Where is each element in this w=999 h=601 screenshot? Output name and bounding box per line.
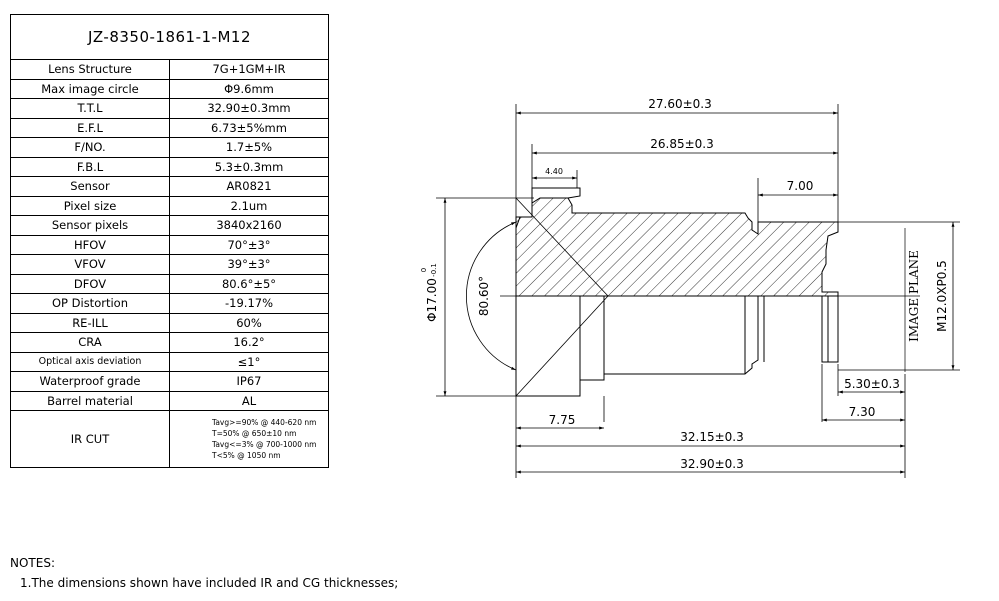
dim-top-overall: 27.60±0.3	[648, 97, 712, 111]
spec-title-row: JZ-8350-1861-1-M12	[10, 14, 329, 60]
dim-second: 26.85±0.3	[650, 137, 714, 151]
fov-ray-lower	[515, 295, 609, 397]
dim-diameter-main: Φ17.00	[425, 278, 439, 322]
spec-value: ≤1°	[169, 351, 329, 372]
dim-bottom-overall: 32.90±0.3	[680, 457, 744, 471]
note-item: 1.The dimensions shown have included IR …	[20, 576, 399, 590]
spec-label: Sensor	[10, 176, 170, 197]
ir-cut-spec: Tavg>=90% @ 440-620 nm T=50% @ 650±10 nm T…	[169, 410, 329, 468]
dim-thread-length: 7.00	[787, 179, 814, 193]
dim-bottom-mid: 32.15±0.3	[680, 430, 744, 444]
dimension-text: 27.60±0.3 26.85±0.3 4.40 7.00 5.30±0.3 7…	[420, 97, 949, 471]
spec-row: Optical axis deviation≤1°	[10, 351, 329, 372]
spec-row: F/NO.1.7±5%	[10, 137, 329, 158]
dim-front-cap: 4.40	[545, 167, 563, 176]
spec-value: 7G+1GM+IR	[169, 59, 329, 80]
fov-arc	[465, 221, 517, 371]
notes-list: 1.The dimensions shown have included IR …	[10, 573, 398, 593]
barrel-lower-body	[515, 296, 759, 397]
dimension-lines	[436, 104, 960, 478]
spec-label: OP Distortion	[10, 293, 170, 314]
dim-front-length: 7.75	[549, 413, 576, 427]
dim-fbl: 5.30±0.3	[844, 377, 900, 391]
ir-cut-row: IR CUT Tavg>=90% @ 440-620 nm T=50% @ 650±…	[10, 410, 329, 468]
front-window	[515, 216, 521, 229]
dim-fov-angle: 80.60°	[477, 276, 491, 316]
dim-thread-to-plane: 7.30	[849, 405, 876, 419]
spec-value: 80.6°±5°	[169, 273, 329, 294]
spec-label: F/NO.	[10, 137, 170, 158]
spec-value: Φ9.6mm	[169, 78, 329, 99]
spec-value: 1.7±5%	[169, 137, 329, 158]
thread-spec-label: M12.0XP0.5	[935, 260, 949, 332]
dim-diameter-tol-lower: -0.1	[430, 263, 438, 277]
front-cap	[531, 187, 581, 203]
dim-diameter-tol-upper: 0	[420, 268, 428, 272]
spec-label: Barrel material	[10, 390, 170, 411]
lens-body	[465, 187, 920, 397]
spec-label: Lens Structure	[10, 59, 170, 80]
spec-value: 5.3±0.3mm	[169, 156, 329, 177]
spec-label: Sensor pixels	[10, 215, 170, 236]
ir-cut-line: Tavg>=90% @ 440-620 nm	[212, 418, 317, 427]
spec-value: 39°±3°	[169, 254, 329, 275]
part-number-title: JZ-8350-1861-1-M12	[10, 14, 329, 60]
ir-cut-line: Tavg<=3% @ 700-1000 nm	[212, 440, 317, 449]
fov-ray-upper	[515, 197, 609, 297]
notes: NOTES: 1.The dimensions shown have inclu…	[10, 553, 398, 593]
ir-cut-line: T=50% @ 650±10 nm	[212, 429, 297, 438]
barrel-upper-section	[515, 197, 839, 297]
notes-heading: NOTES:	[10, 556, 55, 570]
image-plane-label: IMAGE PLANE	[907, 250, 921, 342]
ir-cut-label: IR CUT	[10, 410, 170, 468]
ir-cut-line: T<5% @ 1050 nm	[212, 451, 281, 460]
spec-value: AR0821	[169, 176, 329, 197]
rear-thread-lower	[758, 295, 839, 363]
